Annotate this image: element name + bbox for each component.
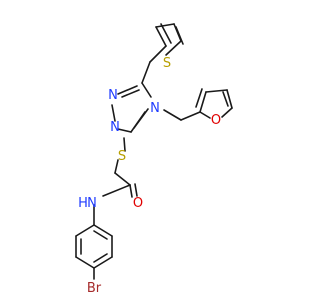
methylene-carbonyl-bond <box>114 172 131 186</box>
thiophene-ring <box>149 23 184 63</box>
carbonyl-amide-bond <box>102 184 131 197</box>
carbonyl-double-bond <box>129 184 133 198</box>
amide-hydrogen-label: H <box>78 196 88 211</box>
triazole-sulfur-bond <box>123 137 126 152</box>
thiophene-sulfur-label: S <box>163 56 171 71</box>
carbonyl-double-bond-2 <box>134 183 138 197</box>
triazole-n1-label: N <box>108 88 118 103</box>
structure-svg: S O N N N S O N H Br <box>75 23 233 296</box>
methylene-bond-thiophene <box>141 61 151 84</box>
triazole-n4-label: N <box>150 101 160 116</box>
molecule-diagram: S O N N N S O N H Br <box>75 23 233 296</box>
amide-nitrogen-label: N <box>87 196 97 211</box>
furan-link-bond <box>180 111 201 121</box>
furan-oxygen-label: O <box>211 113 221 128</box>
methylene-bond-furan <box>163 109 182 121</box>
furan-ring <box>195 88 233 119</box>
triazole-ring <box>111 82 152 133</box>
bromine-label: Br <box>87 281 102 296</box>
benzene-ring <box>75 224 113 269</box>
carbonyl-oxygen-label: O <box>133 196 143 211</box>
sulfur-methylene-bond <box>114 159 119 174</box>
thioether-sulfur-label: S <box>118 149 126 164</box>
triazole-n2-label: N <box>110 120 120 135</box>
